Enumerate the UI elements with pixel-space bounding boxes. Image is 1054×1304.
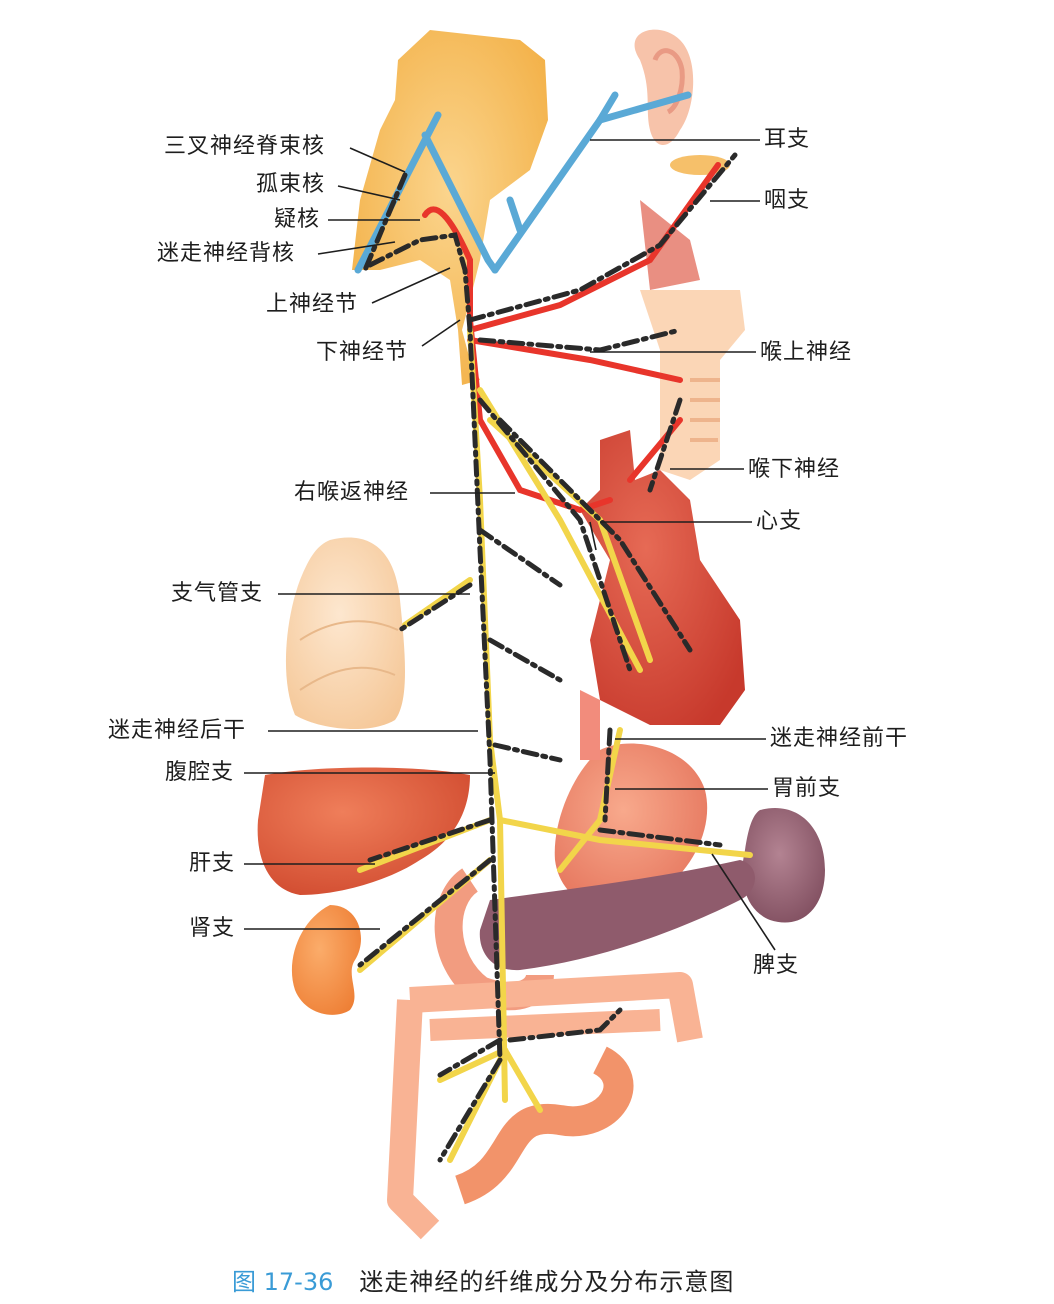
liver: [257, 767, 470, 895]
figure-number: 图 17-36: [232, 1268, 334, 1296]
heart: [580, 430, 745, 725]
label-pharyngeal-branch: 咽支: [764, 188, 811, 213]
label-bronchial-branch: 支气管支: [171, 581, 264, 606]
label-hepatic-branch: 肝支: [189, 851, 236, 876]
intestines: [387, 868, 703, 1240]
sensory-fibers: [354, 91, 692, 274]
label-cardiac-branch: 心支: [756, 509, 803, 534]
pancreas: [479, 860, 755, 971]
label-anterior-gastric-branch: 胃前支: [772, 776, 842, 801]
label-inferior-ganglion: 下神经节: [316, 340, 409, 365]
figure-title: 迷走神经的纤维成分及分布示意图: [359, 1268, 735, 1296]
label-solitary-nucleus: 孤束核: [256, 172, 326, 197]
label-superior-laryngeal-nerve: 喉上神经: [760, 340, 853, 365]
label-inferior-laryngeal-nerve: 喉下神经: [748, 457, 841, 482]
figure-caption: 图 17-36 迷走神经的纤维成分及分布示意图: [232, 1262, 734, 1297]
label-superior-ganglion: 上神经节: [266, 292, 359, 317]
leader-lines: [244, 139, 776, 951]
stomach: [554, 690, 708, 910]
label-nucleus-ambiguus: 疑核: [274, 207, 321, 232]
spleen: [742, 808, 825, 923]
label-renal-branch: 肾支: [189, 916, 236, 941]
right-lung: [285, 537, 405, 730]
label-celiac-branch: 腹腔支: [165, 760, 235, 785]
brainstem: [352, 30, 548, 385]
label-dorsal-vagal-nucleus: 迷走神经背核: [157, 241, 296, 266]
label-posterior-vagal-trunk: 迷走神经后干: [108, 718, 247, 743]
parasympathetic-fibers: [357, 152, 738, 1163]
label-right-recurrent-laryngeal-nerve: 右喉返神经: [294, 480, 410, 505]
label-splenic-branch: 脾支: [753, 953, 800, 978]
label-auricular-branch: 耳支: [764, 127, 811, 152]
right-kidney: [291, 905, 362, 1015]
ear: [634, 29, 694, 145]
label-anterior-vagal-trunk: 迷走神经前干: [770, 726, 909, 751]
label-spinal-trigeminal-nucleus: 三叉神经脊束核: [164, 134, 326, 159]
